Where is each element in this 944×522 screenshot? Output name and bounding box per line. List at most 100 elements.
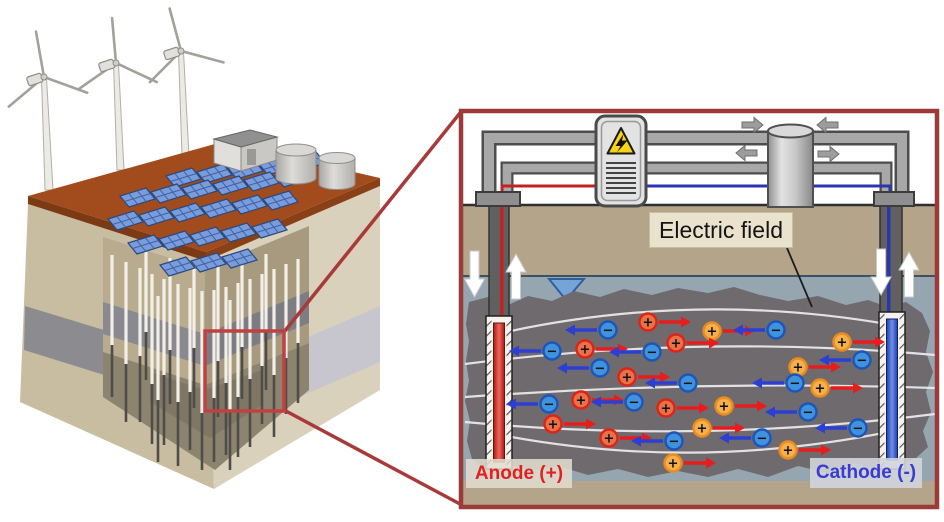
svg-text:−: −: [683, 377, 694, 392]
solar-panel: [220, 248, 259, 269]
svg-text:−: −: [669, 435, 680, 450]
svg-text:−: −: [629, 396, 640, 411]
solar-panel: [168, 202, 207, 223]
negative-ion: −: [509, 341, 562, 361]
positive-ion: +: [663, 453, 716, 473]
electric-field-lines: [464, 308, 936, 454]
cathode-label: Cathode (-): [810, 458, 922, 488]
negative-ion: −: [819, 350, 872, 370]
negative-ion: −: [631, 431, 684, 451]
svg-text:+: +: [671, 337, 682, 352]
positive-ion: +: [656, 398, 709, 418]
up-arrow-icon: [898, 250, 920, 298]
svg-text:+: +: [719, 400, 730, 415]
negative-ion: −: [557, 358, 610, 378]
solar-panel: [189, 252, 228, 273]
zoom-region-highlight: [203, 329, 286, 413]
cathode-well: [873, 191, 915, 470]
fluid-flow-arrows: [735, 116, 840, 163]
svg-text:−: −: [790, 377, 801, 392]
svg-text:−: −: [771, 324, 782, 339]
svg-text:−: −: [803, 406, 814, 421]
svg-text:+: +: [576, 394, 587, 409]
solar-panel: [195, 163, 234, 184]
anode-electrode: [493, 322, 505, 463]
positive-ion: +: [788, 357, 841, 377]
solar-panel: [118, 187, 157, 208]
svg-text:+: +: [668, 457, 679, 472]
anode-label: Anode (+): [466, 459, 572, 488]
negative-ion: −: [591, 392, 644, 412]
electric-field-pointer-line: [786, 247, 813, 308]
svg-text:+: +: [793, 361, 804, 376]
solar-panel: [137, 206, 176, 227]
down-arrow-icon: [463, 250, 486, 299]
svg-text:+: +: [815, 382, 826, 397]
svg-text:−: −: [757, 432, 768, 447]
detail-diagram: ++++++++++++++++−−−−−−−−−−−−−−: [458, 108, 940, 510]
right-block-arrow-icon: [817, 145, 840, 163]
svg-text:+: +: [622, 371, 633, 386]
positive-ion: +: [666, 333, 719, 353]
left-block-arrow-icon: [816, 116, 839, 134]
field-line: [505, 428, 899, 454]
solar-panel: [158, 256, 197, 277]
svg-text:−: −: [647, 346, 658, 361]
cathode-electrode: [886, 318, 898, 461]
water-table-triangle-icon: [546, 278, 587, 302]
svg-text:+: +: [548, 418, 559, 433]
solar-panel: [230, 194, 269, 215]
svg-text:−: −: [595, 362, 606, 377]
solar-panel: [250, 218, 289, 239]
solar-panel: [157, 230, 196, 251]
solar-panel: [219, 222, 258, 243]
field-line: [464, 384, 936, 399]
solar-panel: [180, 179, 219, 200]
positive-ion: +: [832, 332, 885, 352]
contaminant-plume: [465, 287, 933, 477]
negative-ion: −: [565, 320, 618, 340]
negative-ion: −: [733, 320, 786, 340]
equipment-building: [212, 129, 279, 172]
svg-text:−: −: [857, 354, 868, 369]
svg-text:−: −: [547, 345, 558, 360]
storage-tanks: [275, 143, 356, 190]
positive-ion: +: [543, 414, 596, 434]
callout-line-top: [282, 111, 462, 334]
power-supply-unit: [594, 114, 648, 208]
left-block-arrow-icon: [735, 144, 758, 162]
negative-ion: −: [609, 342, 662, 362]
positive-ion: +: [692, 418, 745, 438]
solar-panel: [188, 226, 227, 247]
positive-ion: +: [778, 440, 831, 460]
treatment-tank: [767, 123, 814, 208]
svg-text:+: +: [783, 444, 794, 459]
anode-well: [475, 191, 521, 470]
down-arrow-icon: [870, 248, 892, 297]
negative-ion: −: [645, 373, 698, 393]
surface-piping: [481, 130, 910, 200]
solar-panel: [149, 183, 188, 204]
negative-ion: −: [815, 418, 868, 438]
positive-ion: +: [810, 378, 863, 398]
solar-panel: [242, 171, 281, 192]
solar-panel: [211, 175, 250, 196]
svg-text:−: −: [603, 324, 614, 339]
positive-ion: +: [617, 367, 670, 387]
negative-ion: −: [765, 402, 818, 422]
svg-text:+: +: [604, 432, 615, 447]
ion-migration-layer: ++++++++++++++++−−−−−−−−−−−−−−: [506, 312, 885, 473]
svg-text:+: +: [661, 402, 672, 417]
right-block-arrow-icon: [741, 116, 764, 134]
callout-line-bottom: [283, 408, 461, 506]
svg-text:−: −: [544, 398, 555, 413]
solar-panel: [126, 234, 165, 255]
well-flow-arrows: [463, 248, 920, 300]
positive-ion: +: [638, 312, 691, 332]
solar-panel: [199, 198, 238, 219]
svg-text:−: −: [853, 422, 864, 437]
electrode-rods: [110, 252, 300, 470]
svg-text:+: +: [697, 422, 708, 437]
negative-ion: −: [719, 428, 772, 448]
svg-text:+: +: [837, 336, 848, 351]
